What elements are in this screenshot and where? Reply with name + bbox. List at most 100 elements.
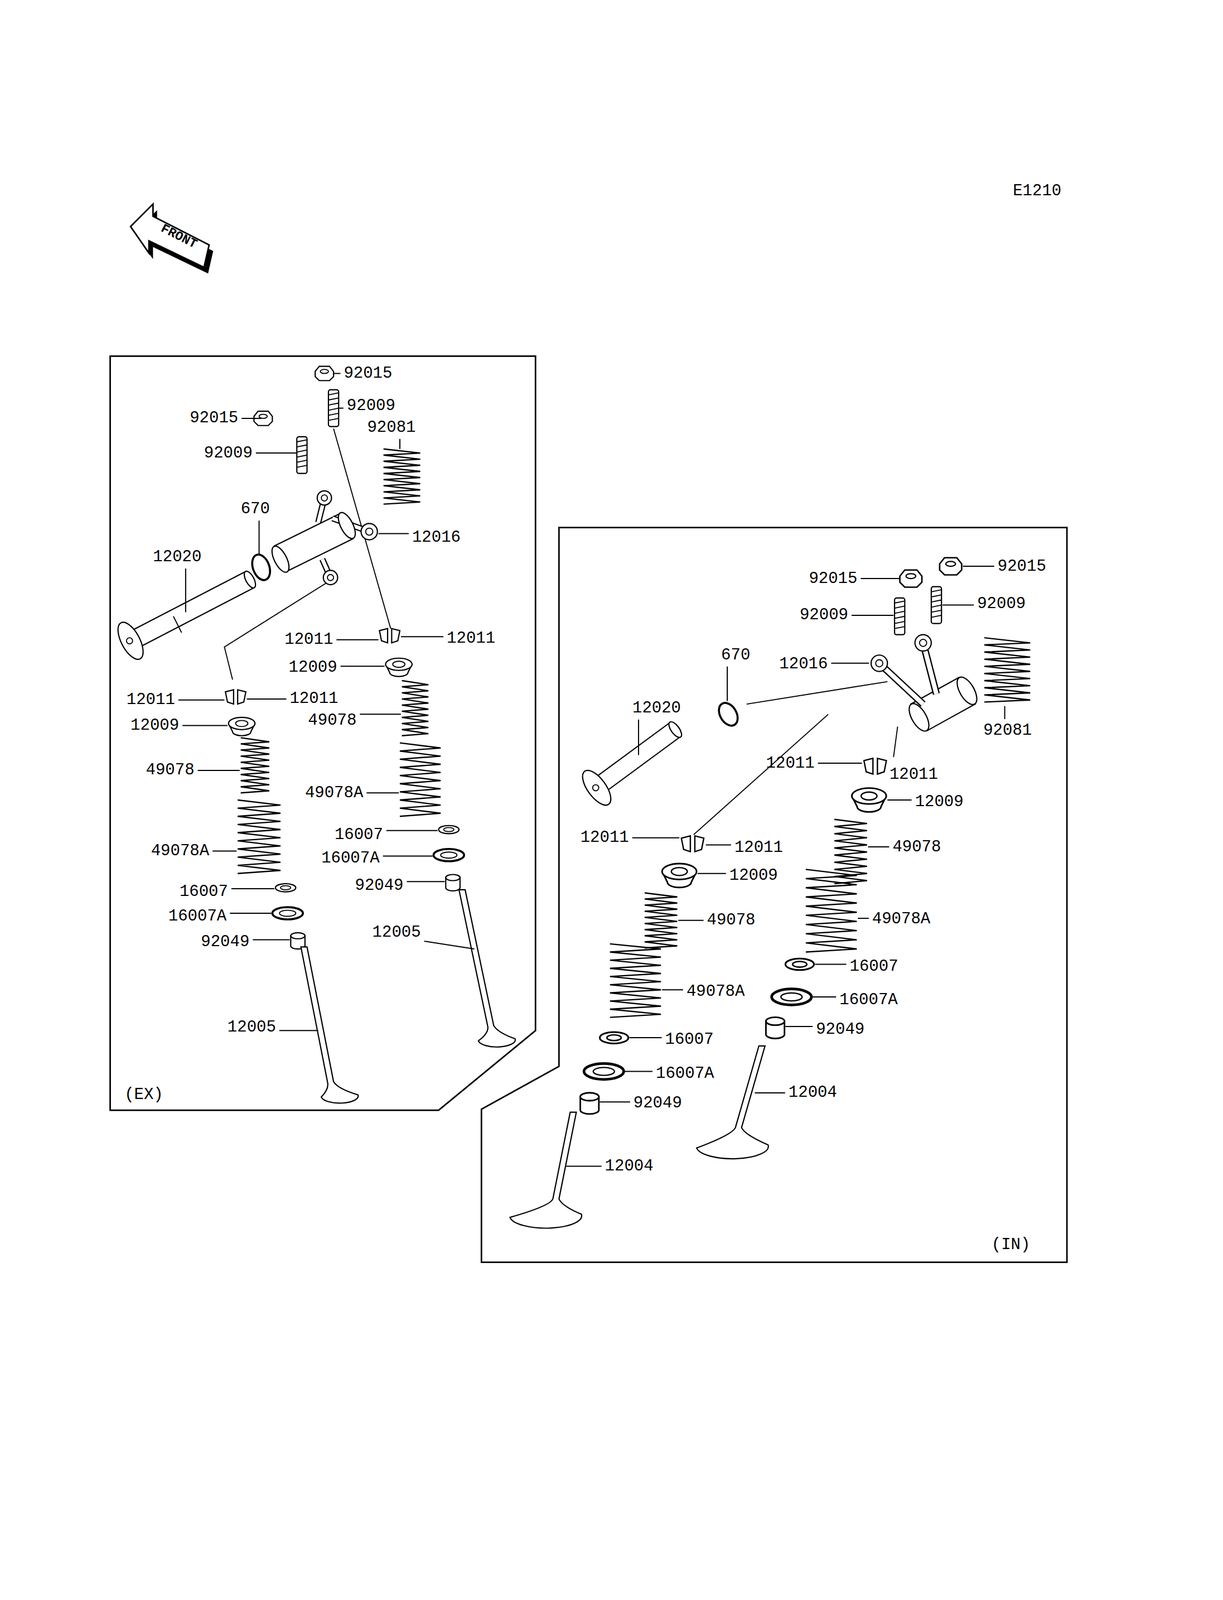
leader-line	[212, 849, 237, 852]
leader-line	[942, 604, 974, 606]
callout-number: 92049	[200, 933, 250, 950]
leader-line	[637, 719, 640, 756]
leader-line	[258, 520, 260, 554]
leader-line	[197, 769, 240, 771]
leader-line	[338, 407, 344, 409]
leader-line	[407, 880, 446, 882]
callout-number: 92049	[633, 1094, 683, 1111]
callout-number: 16007	[849, 958, 899, 975]
callout-number: 49078	[707, 911, 756, 928]
leader-line	[279, 1029, 319, 1031]
callout-number: 12005	[372, 924, 422, 941]
leader-line	[566, 1165, 602, 1167]
leader-line	[860, 577, 900, 579]
leader-line	[754, 1091, 785, 1094]
leader-line	[386, 829, 438, 831]
leader-line	[697, 872, 727, 874]
panel-label: (IN)	[991, 1236, 1031, 1253]
callout-number: 12004	[605, 1157, 654, 1174]
callout-number: 92009	[799, 606, 849, 623]
callout-number: 12011	[766, 755, 815, 772]
leader-line	[867, 846, 889, 848]
leader-line	[255, 452, 297, 454]
leader-line	[383, 855, 433, 857]
callout-number: 12011	[446, 630, 496, 647]
callout-number: 92049	[815, 1021, 865, 1038]
callout-number: 12011	[126, 691, 176, 708]
leader-line	[241, 417, 261, 419]
callout-number: 49078A	[872, 910, 931, 927]
callout-number: 12020	[632, 699, 681, 717]
callout-number: 670	[721, 646, 751, 664]
leader-line	[359, 713, 401, 715]
leader-line	[336, 639, 379, 641]
leader-line	[629, 1036, 662, 1038]
leader-line	[378, 533, 409, 535]
callout-number: 12016	[779, 655, 828, 673]
leader-line	[333, 372, 341, 374]
callout-number: 49078	[892, 838, 941, 855]
callout-number: 92009	[204, 445, 253, 462]
leader-line	[400, 635, 444, 637]
callout-number: 16007	[665, 1031, 714, 1048]
callout-number: 92015	[997, 558, 1047, 575]
leader-line	[814, 963, 847, 965]
callout-number: 92049	[355, 877, 404, 894]
callout-number: 92081	[366, 419, 416, 436]
leader-line	[785, 1025, 813, 1027]
leader-line	[182, 724, 228, 726]
leader-line	[678, 919, 704, 921]
leader-line	[252, 939, 290, 941]
callout-number: 16007	[334, 826, 384, 843]
callout-number: 12020	[152, 548, 202, 565]
leader-line	[340, 665, 385, 667]
leader-line	[818, 762, 863, 764]
leader-line	[624, 1070, 653, 1072]
callout-number: 49078	[146, 761, 195, 778]
leader-line	[399, 438, 401, 449]
leader-line	[851, 614, 894, 616]
leader-line	[599, 1100, 630, 1102]
callout-number: 92009	[346, 397, 396, 414]
callout-number: 12009	[729, 867, 778, 884]
callout-number: 12011	[580, 829, 630, 846]
callout-number: 92009	[977, 595, 1026, 612]
leader-line	[963, 565, 995, 567]
leader-line	[1004, 706, 1006, 719]
callout-number: 12009	[288, 659, 338, 676]
leader-line	[247, 698, 287, 700]
callout-number: 12011	[734, 839, 783, 856]
leader-line	[811, 996, 836, 998]
leader-line	[366, 791, 399, 794]
leader-line	[887, 799, 912, 801]
leader-line	[661, 988, 684, 990]
front-arrow-text: FRONT	[158, 221, 199, 251]
callout-number: 16007A	[321, 849, 380, 867]
leader-line	[857, 917, 869, 919]
callout-number: 12005	[227, 1018, 277, 1036]
callout-number: 12011	[289, 690, 338, 707]
callout-number: 16007A	[168, 907, 227, 925]
callout-number: 92015	[189, 409, 239, 427]
leader-line	[229, 912, 272, 914]
callout-number: 12009	[130, 717, 180, 734]
callout-number: 49078A	[686, 983, 745, 1000]
callout-number: 12016	[412, 529, 461, 546]
leader-line	[424, 940, 475, 949]
callout-number: 12009	[915, 793, 964, 810]
leader-line	[632, 837, 680, 839]
callout-number: 16007	[179, 883, 229, 900]
callout-number: 49078A	[151, 842, 210, 859]
callout-number: 12011	[284, 631, 333, 648]
callout-number: 49078A	[305, 784, 364, 801]
callout-number: 12011	[889, 766, 939, 783]
leader-line	[706, 843, 732, 845]
panel-region: (IN)	[481, 527, 1067, 1263]
leader-line	[178, 699, 225, 701]
callout-number: 16007A	[839, 991, 898, 1008]
callout-number: 49078	[307, 712, 357, 729]
callout-number: 16007A	[655, 1065, 714, 1082]
leader-line	[231, 887, 275, 889]
callout-number: 92015	[808, 570, 858, 587]
